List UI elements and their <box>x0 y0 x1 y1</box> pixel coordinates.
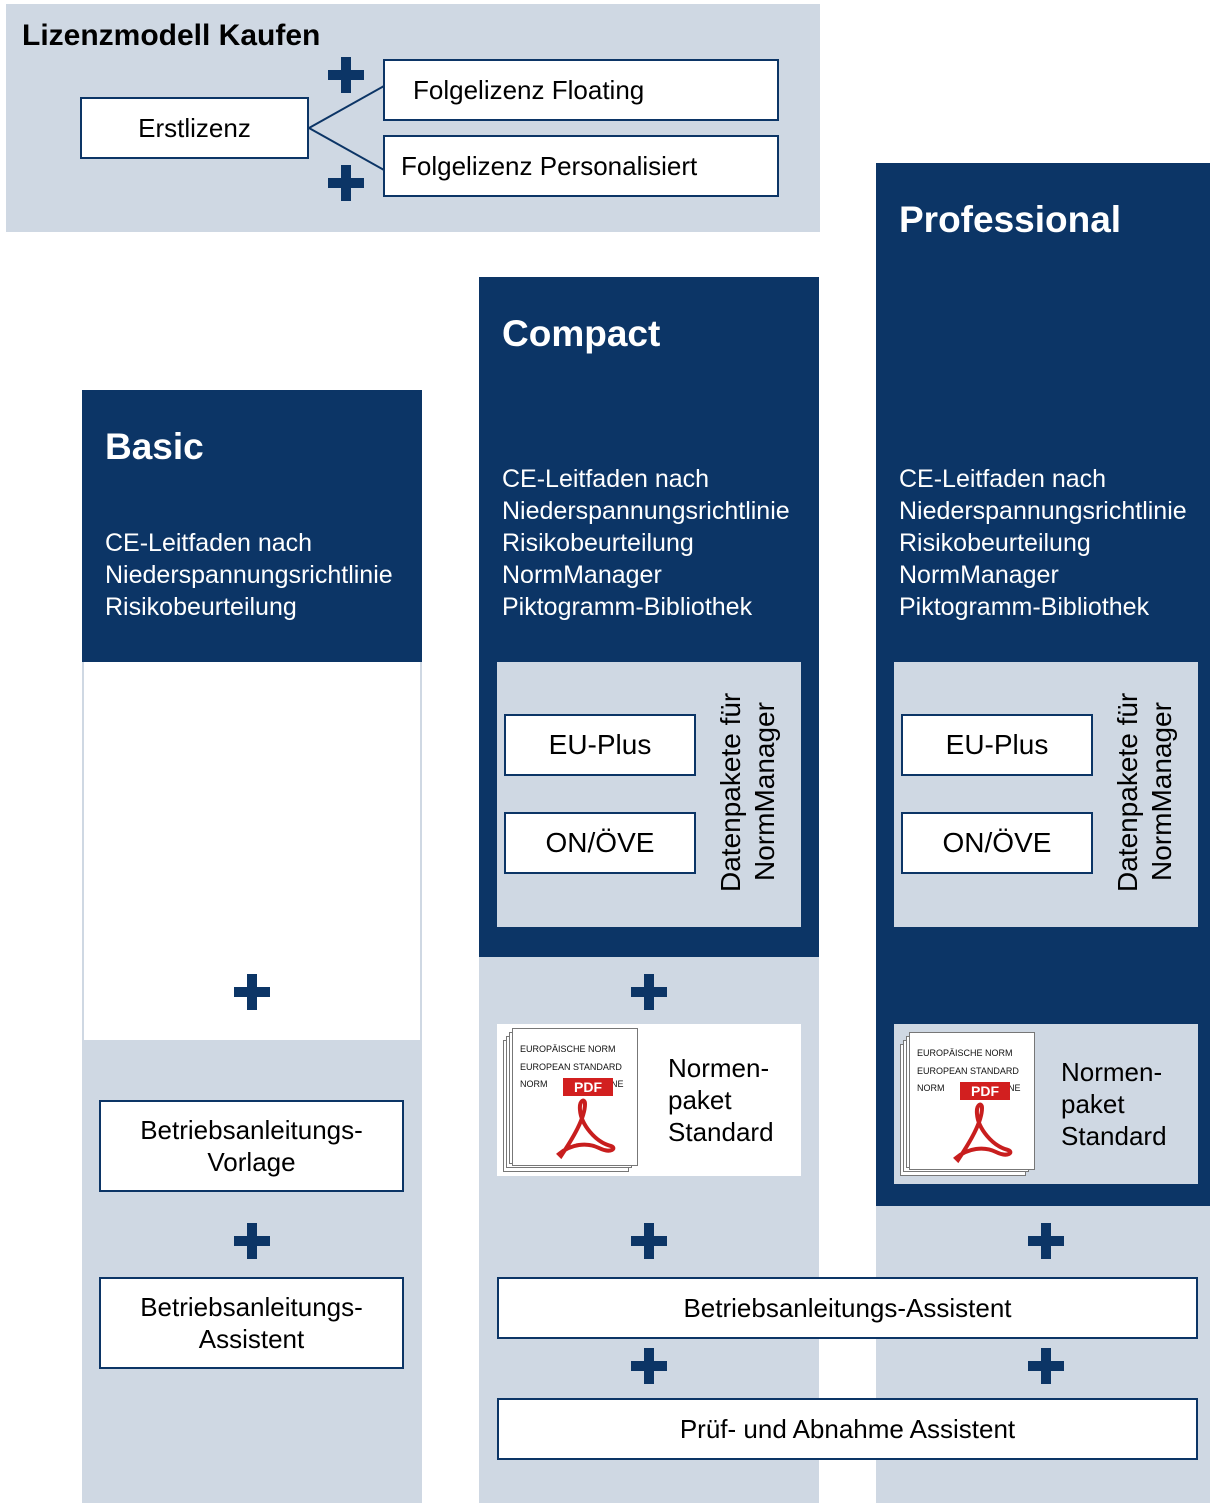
professional-eu-plus-box: EU-Plus <box>901 714 1093 776</box>
plus-icon <box>631 974 667 1010</box>
plus-icon <box>1028 1223 1064 1259</box>
shared-betriebsanleitungs-assistent-box: Betriebsanleitungs-Assistent <box>497 1277 1198 1339</box>
professional-datenpakete-panel <box>894 662 1198 927</box>
compact-normenpaket-label: Normen- paket Standard <box>668 1053 774 1147</box>
professional-on-oeve-box: ON/ÖVE <box>901 812 1093 874</box>
license-connector-lines <box>308 85 385 171</box>
plus-icon <box>234 974 270 1010</box>
acrobat-symbol <box>953 1102 1013 1164</box>
plus-icon <box>1028 1348 1064 1384</box>
pdf-badge: PDF <box>563 1078 613 1096</box>
basic-betriebsanleitungs-vorlage-box: Betriebsanleitungs- Vorlage <box>99 1100 404 1192</box>
basic-header <box>82 390 422 662</box>
pdf-icon-line3: NORM <box>917 1083 945 1093</box>
pdf-icon-line1: EUROPÄISCHE NORM <box>520 1044 616 1054</box>
professional-normenpaket-label: Normen- paket Standard <box>1061 1057 1167 1151</box>
pdf-badge: PDF <box>960 1082 1010 1100</box>
basic-features: CE-Leitfaden nach Niederspannungsrichtli… <box>105 529 393 621</box>
pdf-icon-line2: EUROPEAN STANDARD <box>520 1062 622 1072</box>
pdf-icon-line2: EUROPEAN STANDARD <box>917 1066 1019 1076</box>
license-model-heading: Lizenzmodell Kaufen <box>22 19 321 52</box>
plus-icon <box>631 1223 667 1259</box>
pdf-document-icon: EUROPÄISCHE NORM EUROPEAN STANDARD NORM … <box>900 1032 1036 1180</box>
plus-icon <box>234 1223 270 1259</box>
plus-icon <box>631 1348 667 1384</box>
compact-datenpakete-panel <box>497 662 801 927</box>
plus-icon <box>328 165 364 201</box>
compact-datenpakete-label: Datenpakete für NormManager <box>715 692 780 892</box>
pdf-document-icon: EUROPÄISCHE NORM EUROPEAN STANDARD NORM … <box>503 1028 639 1176</box>
professional-title: Professional <box>899 199 1122 240</box>
pdf-icon-line3b: NE <box>611 1079 624 1089</box>
basic-title: Basic <box>105 426 204 467</box>
folgelizenz-floating-box: Folgelizenz Floating <box>383 59 779 121</box>
erstlizenz-box: Erstlizenz <box>80 97 309 159</box>
pdf-icon-line3: NORM <box>520 1079 548 1089</box>
compact-title: Compact <box>502 313 661 354</box>
folgelizenz-personalisiert-box: Folgelizenz Personalisiert <box>383 135 779 197</box>
professional-features: CE-Leitfaden nach Niederspannungsrichtli… <box>899 465 1187 621</box>
professional-datenpakete-label: Datenpakete für NormManager <box>1112 692 1177 892</box>
basic-betriebsanleitungs-assistent-box: Betriebsanleitungs- Assistent <box>99 1277 404 1369</box>
pdf-icon-line1: EUROPÄISCHE NORM <box>917 1048 1013 1058</box>
compact-eu-plus-box: EU-Plus <box>504 714 696 776</box>
compact-features: CE-Leitfaden nach Niederspannungsrichtli… <box>502 465 790 621</box>
pdf-icon-line3b: NE <box>1008 1083 1021 1093</box>
shared-pruef-abnahme-box: Prüf- und Abnahme Assistent <box>497 1398 1198 1460</box>
compact-on-oeve-box: ON/ÖVE <box>504 812 696 874</box>
plus-icon <box>328 57 364 93</box>
acrobat-symbol <box>556 1098 616 1160</box>
